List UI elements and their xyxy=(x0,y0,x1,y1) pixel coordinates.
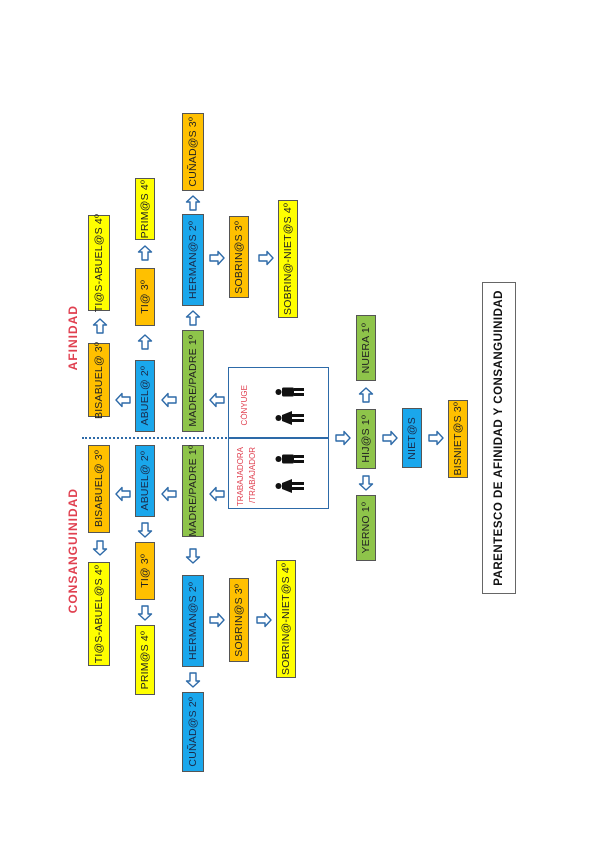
arrow-up-icon xyxy=(358,387,374,403)
cons-bisabuelo-box: BISABUEL@ 3º xyxy=(88,445,110,533)
arrow-left-icon xyxy=(115,392,131,408)
afinidad-sobrinos-box: SOBRIN@S 3º xyxy=(229,216,249,298)
arrow-left-icon xyxy=(209,486,225,502)
section-divider xyxy=(82,437,230,439)
afinidad-cunados-box: CUÑAD@S 3º xyxy=(182,113,204,191)
afinidad-bisabuelo-box: BISABUEL@ 3º xyxy=(88,342,110,419)
arrow-down-icon xyxy=(137,522,153,538)
arrow-down-icon xyxy=(137,605,153,621)
afinidad-padres-box: MADRE/PADRE 1º xyxy=(182,330,204,432)
cons-sobrinos-box: SOBRIN@S 3º xyxy=(229,578,249,662)
arrow-up-icon xyxy=(185,310,201,326)
center-divider xyxy=(228,437,329,439)
arrow-up-icon xyxy=(137,245,153,261)
woman-icon xyxy=(275,478,305,494)
arrow-down-icon xyxy=(185,672,201,688)
afinidad-tios-abuelos-box: TI@S-ABUEL@S 4º xyxy=(88,214,110,312)
arrow-down-icon xyxy=(92,540,108,556)
cons-sobrinos-nietos-box: SOBRIN@-NIET@S 4º xyxy=(276,560,296,678)
arrow-down-icon xyxy=(185,548,201,564)
yerno-box: YERNO 1º xyxy=(356,495,376,561)
man-icon xyxy=(275,451,305,467)
arrow-left-icon xyxy=(161,392,177,408)
cons-padres-box: MADRE/PADRE 1º xyxy=(182,445,204,537)
arrow-left-icon xyxy=(209,392,225,408)
nietos-box: NIET@S xyxy=(402,408,422,468)
arrow-left-icon xyxy=(115,486,131,502)
arrow-right-icon xyxy=(382,430,398,446)
cons-tios-abuelos-box: TI@S-ABUEL@S 4º xyxy=(88,562,110,666)
cons-hermanos-box: HERMAN@S 2º xyxy=(182,575,204,667)
cons-cunados-box: CUÑAD@S 2º xyxy=(182,692,204,772)
trabajador-label-1: TRABAJADORA xyxy=(236,447,245,507)
arrow-up-icon xyxy=(137,334,153,350)
arrow-right-icon xyxy=(209,250,225,266)
cons-tio-box: TI@ 3º xyxy=(135,542,155,600)
diagram-title: PARENTESCO DE AFINIDAD Y CONSANGUINIDAD xyxy=(493,290,505,586)
afinidad-sobrinos-nietos-box: SOBRIN@-NIET@S 4º xyxy=(278,200,298,318)
trabajador-label-2: /TRABAJADOR xyxy=(248,447,257,504)
cons-primos-box: PRIM@S 4º xyxy=(135,625,155,695)
arrow-up-icon xyxy=(185,195,201,211)
arrow-right-icon xyxy=(258,250,274,266)
arrow-right-icon xyxy=(209,612,225,628)
title-box: PARENTESCO DE AFINIDAD Y CONSANGUINIDAD xyxy=(482,282,516,594)
woman-icon xyxy=(275,410,305,426)
conyuge-label: CÓNYUGE xyxy=(240,385,249,426)
arrow-left-icon xyxy=(161,486,177,502)
bisnietos-box: BISNIET@S 3º xyxy=(448,400,468,478)
arrow-right-icon xyxy=(428,430,444,446)
consanguinidad-label: CONSANGUINIDAD xyxy=(66,488,80,614)
arrow-up-icon xyxy=(92,318,108,334)
man-icon xyxy=(275,384,305,400)
afinidad-hermanos-box: HERMAN@S 2º xyxy=(182,214,204,306)
nuera-box: NUERA 1º xyxy=(356,315,376,381)
afinidad-primos-box: PRIM@S 4º xyxy=(135,178,155,240)
afinidad-tio-box: TI@ 3º xyxy=(135,268,155,326)
cons-abuelo-box: ABUEL@ 2º xyxy=(135,445,155,517)
arrow-right-icon xyxy=(335,430,351,446)
hijos-box: HIJ@S 1º xyxy=(356,409,376,469)
arrow-down-icon xyxy=(358,475,374,491)
afinidad-label: AFINIDAD xyxy=(66,305,80,371)
arrow-right-icon xyxy=(256,612,272,628)
afinidad-abuelo-box: ABUEL@ 2º xyxy=(135,360,155,432)
